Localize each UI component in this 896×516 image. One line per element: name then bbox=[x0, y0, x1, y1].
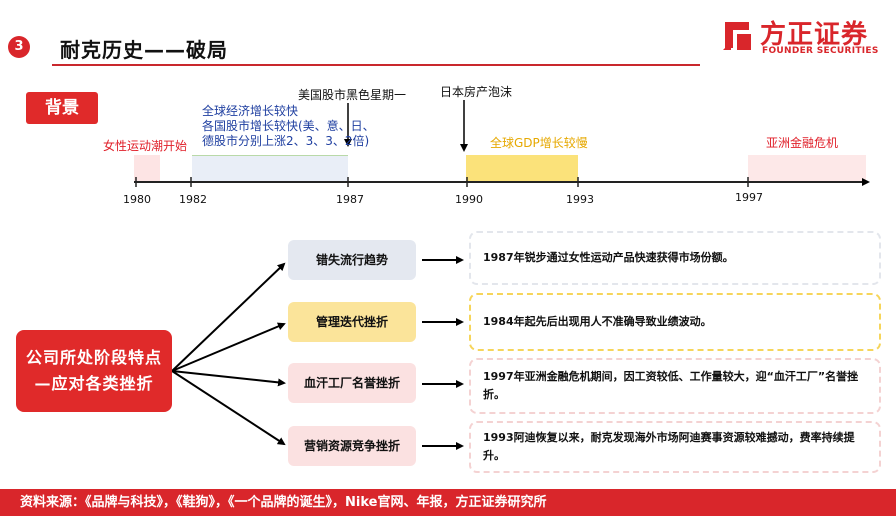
band-gdp-slowdown bbox=[466, 155, 578, 182]
company-stage-box: 公司所处阶段特点 —应对各类挫折 bbox=[16, 330, 172, 412]
branch-arrow-1 bbox=[171, 262, 286, 372]
setback-category-trend: 错失流行趋势 bbox=[288, 240, 416, 280]
setback-description-trend: 1987年锐步通过女性运动产品快速获得市场份额。 bbox=[469, 231, 881, 285]
setback-category-marketing: 营销资源竞争挫折 bbox=[288, 426, 416, 466]
branch-arrow-3 bbox=[171, 370, 286, 387]
setback-description-sweatshop: 1997年亚洲金融危机期间，因工资较低、工作量较大，迎“血汗工厂”名誉挫折。 bbox=[469, 358, 881, 414]
event-womens-movement: 女性运动潮开始 bbox=[103, 139, 188, 153]
year-label-1982: 1982 bbox=[179, 193, 207, 206]
setback-category-management: 管理迭代挫折 bbox=[288, 302, 416, 342]
description-text-2: 1984年起先后出现用人不准确导致业绩波动。 bbox=[483, 315, 712, 328]
logo-english-name: FOUNDER SECURITIES bbox=[762, 46, 879, 56]
event-global-growth-line1: 全球经济增长较快 bbox=[202, 104, 299, 118]
band-womens-movement bbox=[134, 155, 160, 182]
setback-description-management: 1984年起先后出现用人不准确导致业绩波动。 bbox=[469, 293, 881, 351]
event-japan-bubble: 日本房产泡沫 bbox=[440, 85, 513, 99]
band-global-growth bbox=[192, 155, 348, 183]
title-underline bbox=[52, 64, 700, 66]
branch-arrow-4 bbox=[171, 370, 286, 446]
description-text-4: 1993阿迪恢复以来，耐克发现海外市场阿迪赛事资源较难撼动，费率持续提升。 bbox=[483, 431, 855, 462]
band-asian-crisis bbox=[748, 155, 866, 182]
setback-description-marketing: 1993阿迪恢复以来，耐克发现海外市场阿迪赛事资源较难撼动，费率持续提升。 bbox=[469, 421, 881, 473]
section-number-badge: 3 bbox=[8, 36, 30, 58]
event-global-growth-line2: 各国股市增长较快(美、意、日、 bbox=[202, 119, 375, 133]
source-footer: 资料来源：《品牌与科技》，《鞋狗》，《一个品牌的诞生》，Nike官网、年报，方正… bbox=[0, 489, 896, 516]
page-title: 耐克历史——破局 bbox=[60, 38, 228, 62]
event-gdp-slowdown: 全球GDP增长较慢 bbox=[490, 136, 588, 150]
year-label-1997: 1997 bbox=[735, 191, 763, 204]
description-text-1: 1987年锐步通过女性运动产品快速获得市场份额。 bbox=[483, 251, 734, 264]
event-black-monday: 美国股市黑色星期一 bbox=[298, 88, 407, 102]
year-label-1993: 1993 bbox=[566, 193, 594, 206]
year-label-1987: 1987 bbox=[336, 193, 364, 206]
stage-line-2: —应对各类挫折 bbox=[34, 374, 154, 393]
setback-category-sweatshop: 血汗工厂名誉挫折 bbox=[288, 363, 416, 403]
stage-line-1: 公司所处阶段特点 bbox=[25, 348, 162, 367]
year-label-1980: 1980 bbox=[123, 193, 151, 206]
event-global-growth-line3: 德股市分别上涨2、3、3、2倍) bbox=[202, 134, 370, 148]
branch-arrow-2 bbox=[171, 322, 286, 372]
year-label-1990: 1990 bbox=[455, 193, 483, 206]
background-tag: 背景 bbox=[26, 92, 98, 124]
event-asian-crisis: 亚洲金融危机 bbox=[766, 136, 839, 150]
founder-logo-icon bbox=[723, 22, 751, 50]
logo-chinese-name: 方正证券 bbox=[760, 20, 869, 50]
description-text-3: 1997年亚洲金融危机期间，因工资较低、工作量较大，迎“血汗工厂”名誉挫折。 bbox=[483, 370, 859, 401]
